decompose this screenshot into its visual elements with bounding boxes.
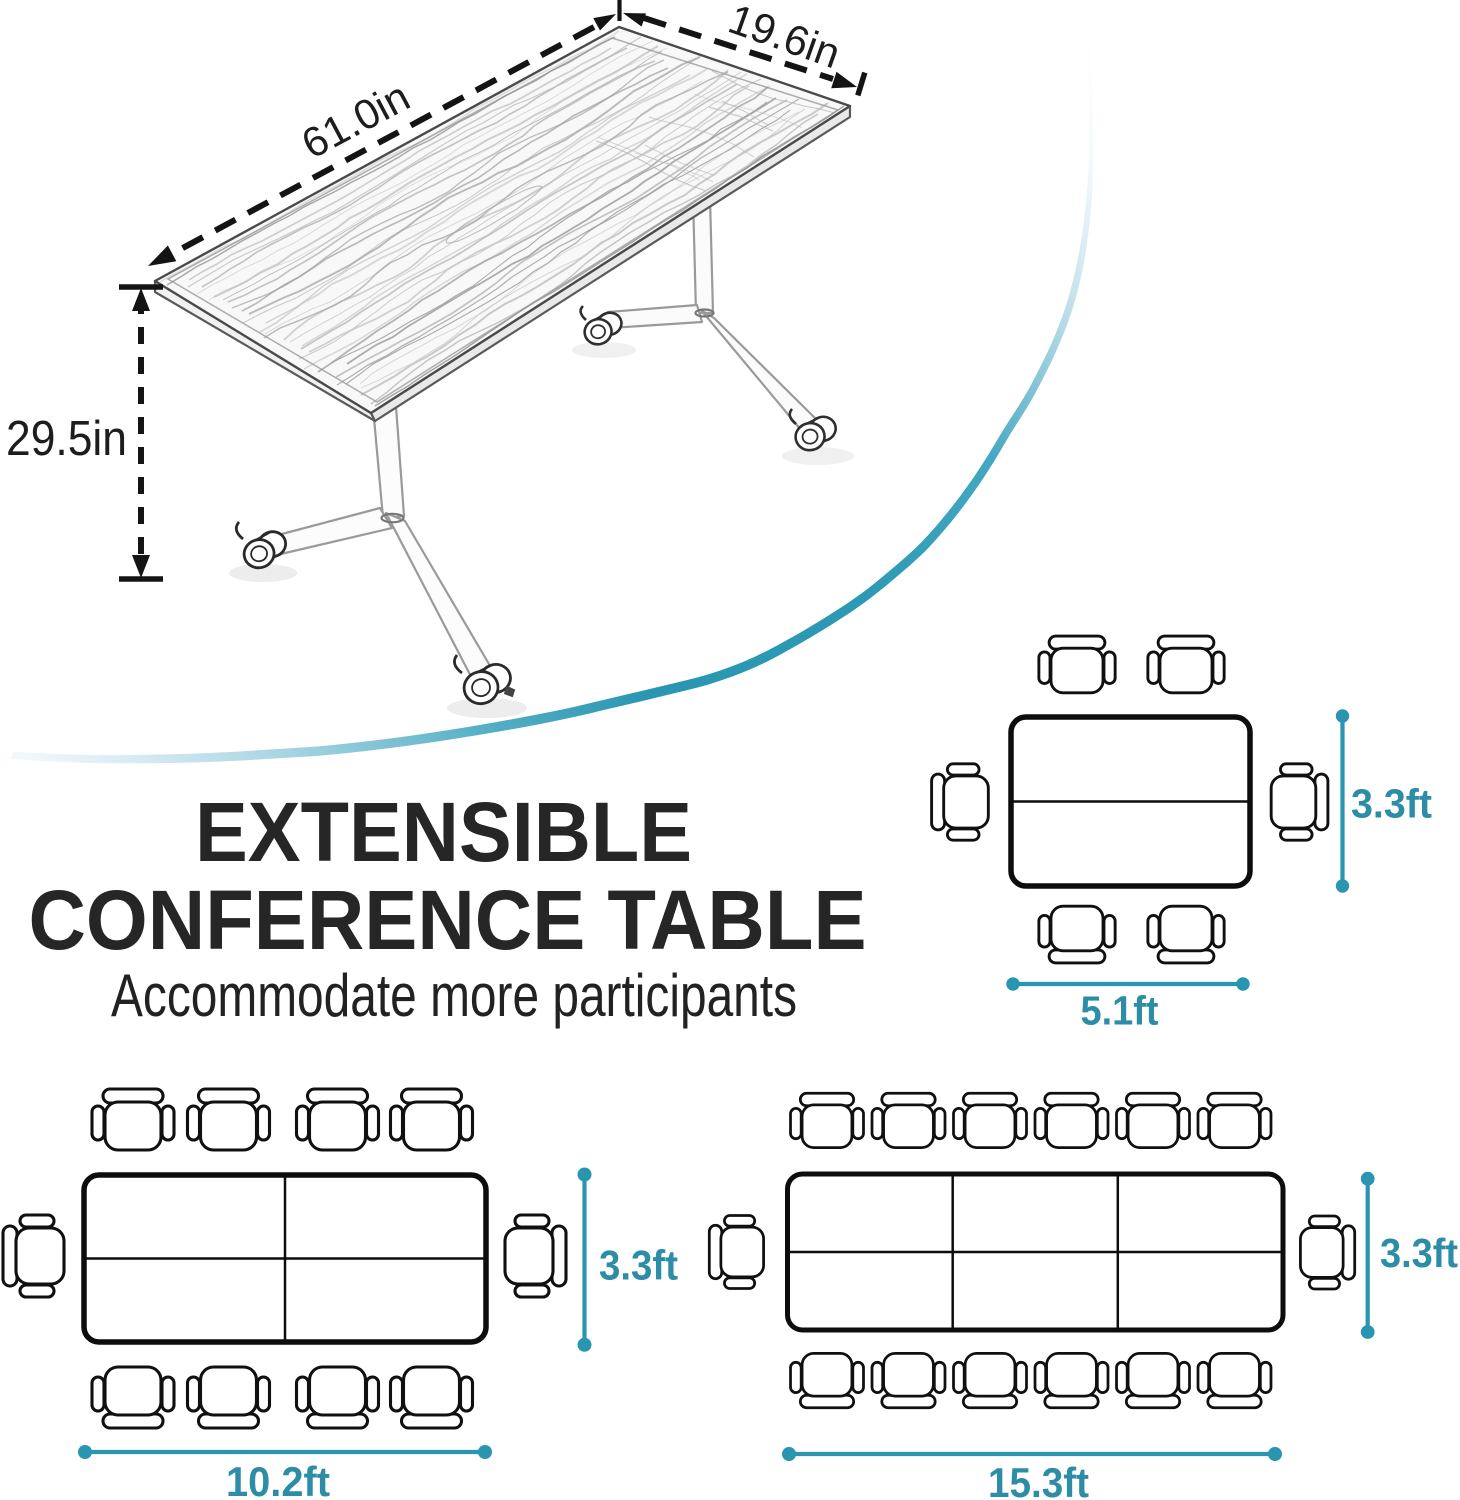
svg-text:CONFERENCE TABLE: CONFERENCE TABLE [29,873,867,967]
svg-text:3.3ft: 3.3ft [1351,781,1432,827]
svg-text:EXTENSIBLE: EXTENSIBLE [195,785,692,879]
svg-text:5.1ft: 5.1ft [1081,988,1159,1034]
svg-text:10.2ft: 10.2ft [226,1458,330,1500]
svg-text:29.5in: 29.5in [6,412,127,466]
svg-text:3.3ft: 3.3ft [1380,1230,1458,1276]
svg-text:15.3ft: 15.3ft [988,1459,1089,1500]
svg-text:Accommodate more participants: Accommodate more participants [111,962,797,1029]
svg-text:3.3ft: 3.3ft [599,1242,678,1289]
